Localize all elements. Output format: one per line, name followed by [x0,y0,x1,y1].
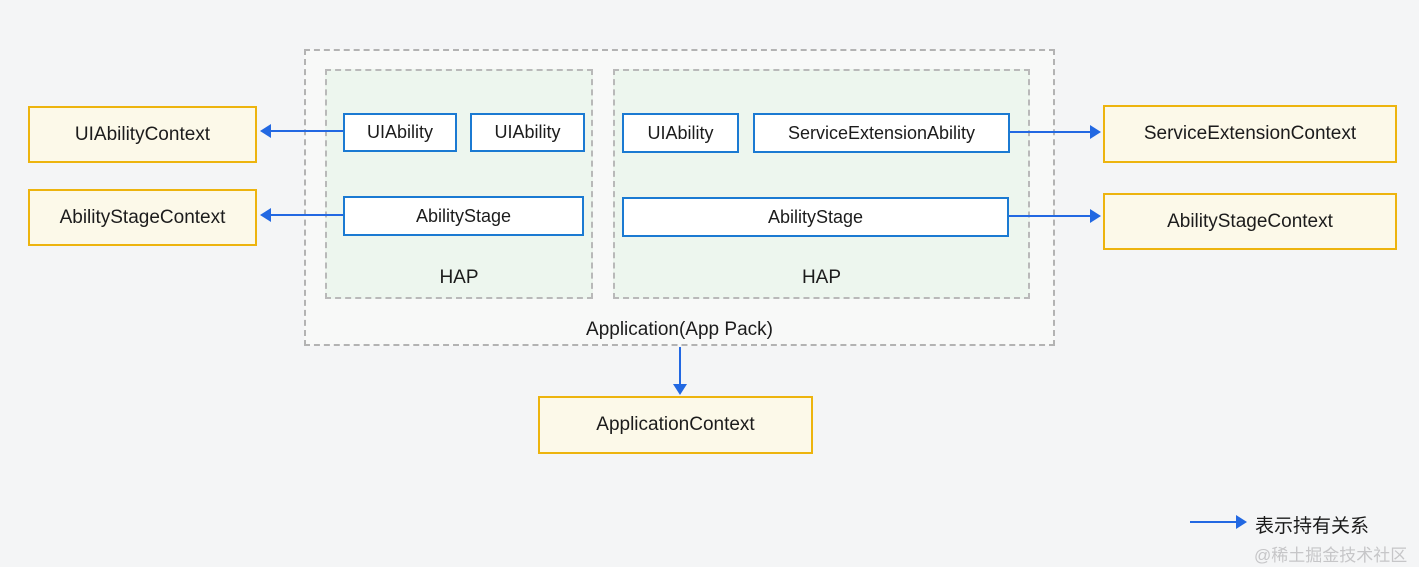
arrow-head [673,384,687,395]
legend-arrow [1190,515,1247,529]
arrow-serviceextensionability-to-serviceextensioncontext [1010,125,1101,139]
arrow-shaft [270,130,343,132]
arrow-abilitystage2-to-abilitystagecontext [1009,209,1101,223]
node-hap1-abilitystage: AbilityStage [343,196,584,236]
node-hap2-abilitystage: AbilityStage [622,197,1009,237]
arrow-shaft [679,347,681,384]
arrow-head [1236,515,1247,529]
arrow-shaft [270,214,343,216]
application-group-label: Application(App Pack) [586,319,773,340]
node-hap2-serviceextensionability: ServiceExtensionAbility [753,113,1010,153]
node-applicationcontext: ApplicationContext [538,396,813,454]
node-uiabilitycontext: UIAbilityContext [28,106,257,163]
arrow-shaft [1190,521,1237,523]
node-hap1-uiability-1: UIAbility [343,113,457,152]
watermark-text: @稀土掘金技术社区 [1254,546,1408,565]
arrow-shaft [1010,131,1091,133]
hap2-group-box: HAP [613,69,1030,299]
arrow-head [260,208,271,222]
arrow-shaft [1009,215,1091,217]
arrow-application-to-applicationcontext [673,347,687,395]
arrow-uiability-to-uiabilitycontext [260,124,343,138]
arrow-head [260,124,271,138]
node-abilitystagecontext-left: AbilityStageContext [28,189,257,246]
node-hap1-uiability-2: UIAbility [470,113,585,152]
node-hap2-uiability: UIAbility [622,113,739,153]
arrow-abilitystage1-to-abilitystagecontext [260,208,343,222]
arrow-head [1090,209,1101,223]
arrow-head [1090,125,1101,139]
hap2-label: HAP [801,267,842,288]
node-serviceextensioncontext: ServiceExtensionContext [1103,105,1397,163]
node-abilitystagecontext-right: AbilityStageContext [1103,193,1397,250]
legend-label: 表示持有关系 [1255,516,1370,537]
hap1-label: HAP [439,267,479,288]
hap1-group-box: HAP [325,69,593,299]
